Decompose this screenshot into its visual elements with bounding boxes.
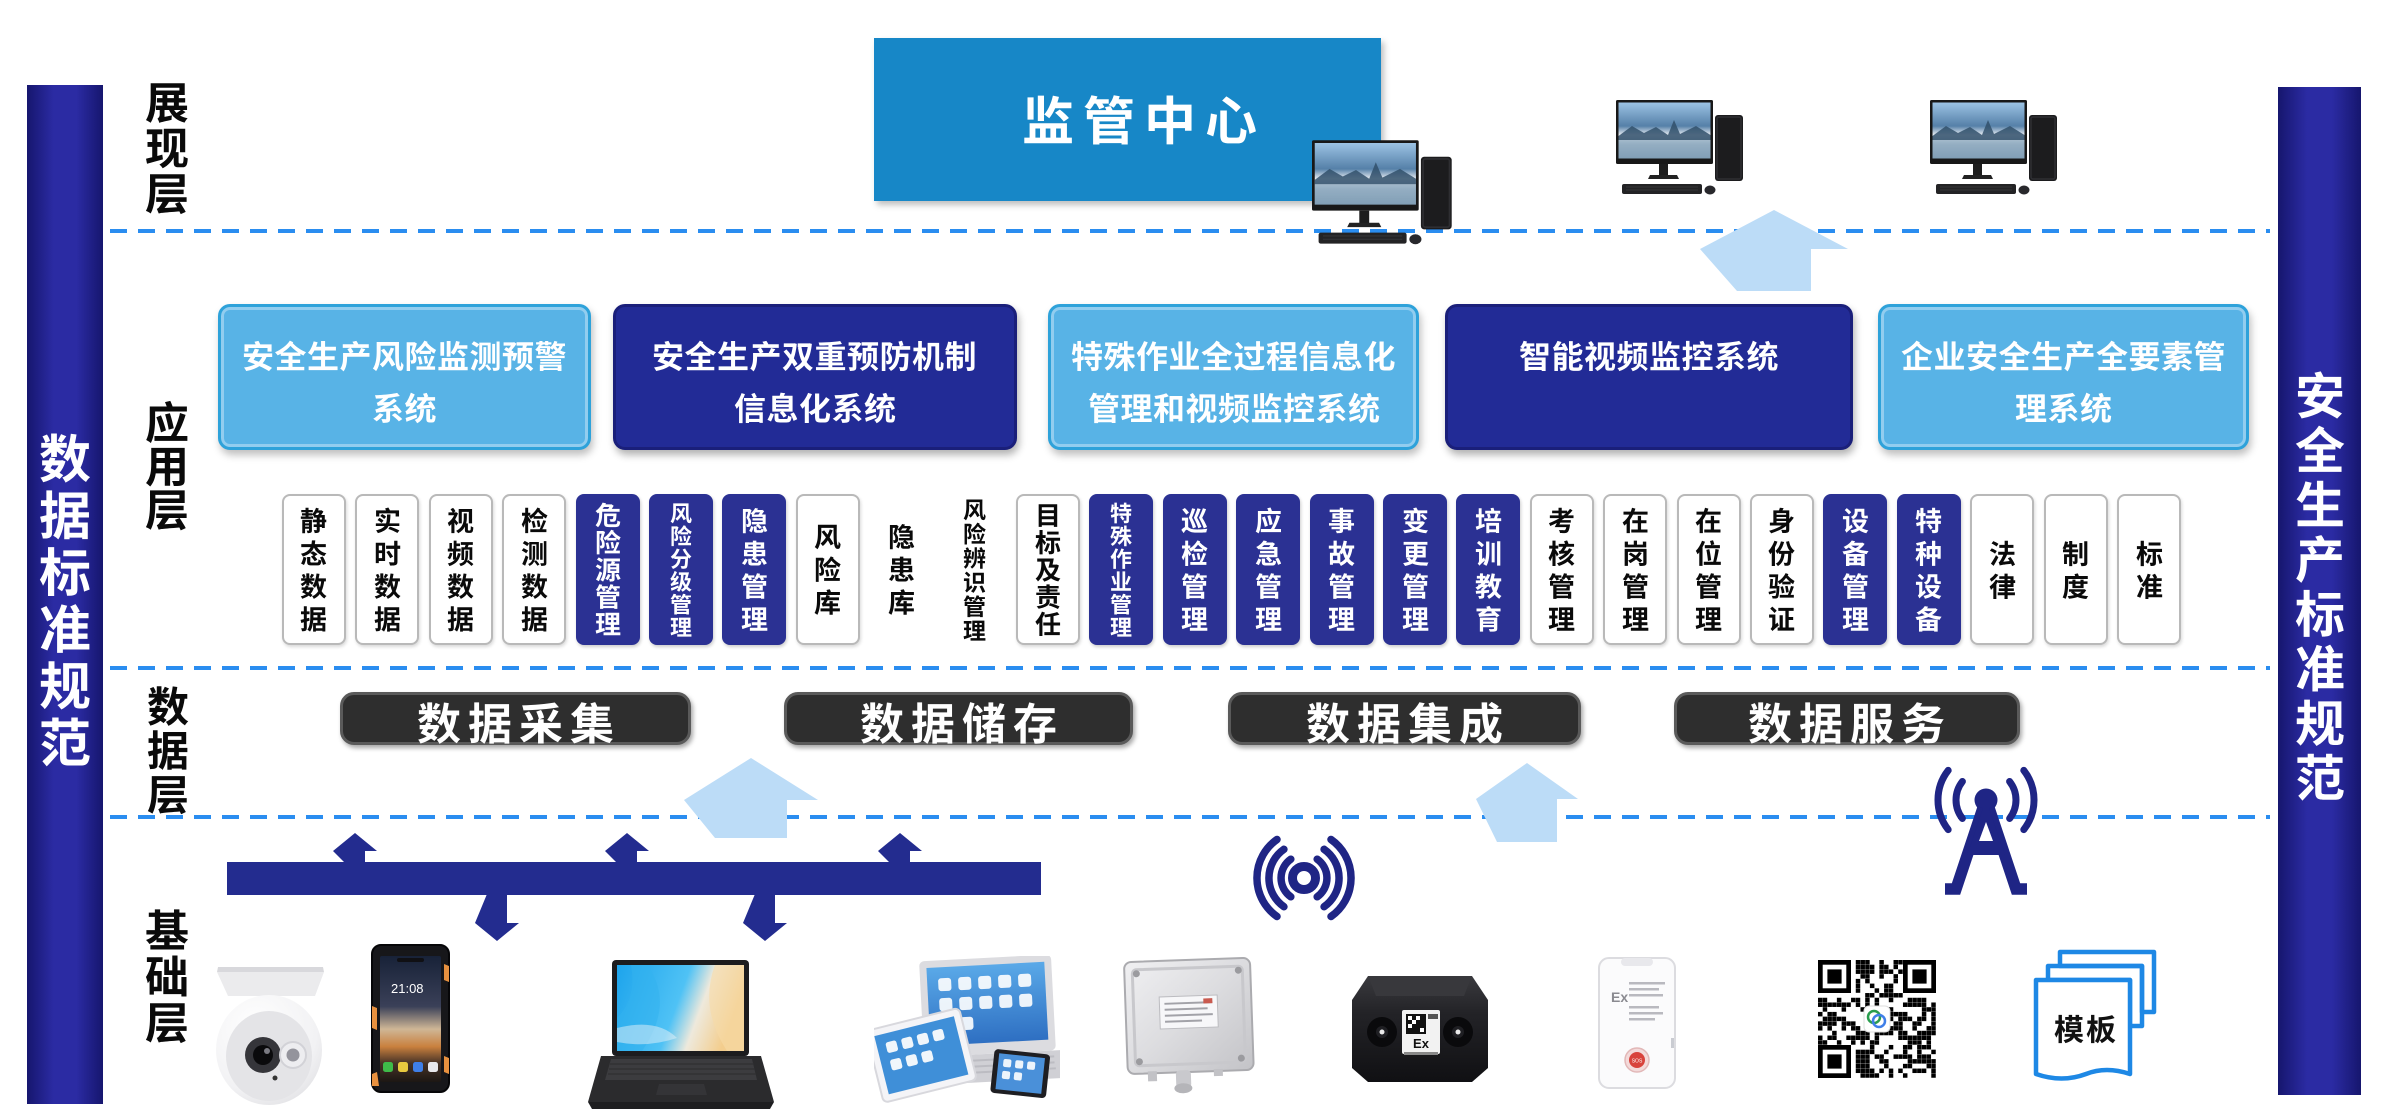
svg-text:SOS: SOS [1632,1059,1643,1065]
svg-text:Ex: Ex [1413,1036,1430,1051]
svg-text:Ex: Ex [1611,989,1628,1005]
